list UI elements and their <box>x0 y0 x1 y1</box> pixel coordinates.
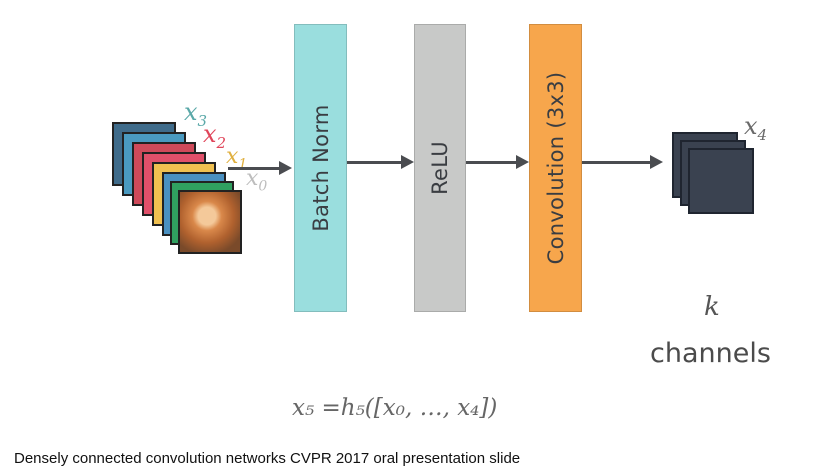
arrow-conv-to-output <box>581 155 663 169</box>
output-label-x4: x4 <box>744 112 768 144</box>
arrow-input-to-bn <box>228 161 292 175</box>
batch-norm-box: Batch Norm <box>294 24 347 312</box>
slide: x3 x2 x1 x0 Batch Norm ReLU Convolution … <box>112 24 771 421</box>
relu-box: ReLU <box>414 24 466 312</box>
channels-label: channels <box>650 338 771 369</box>
input-label-x0: x0 <box>246 166 268 195</box>
caption: Densely connected convolution networks C… <box>14 450 521 467</box>
batch-norm-label: Batch Norm <box>308 104 333 232</box>
relu-label: ReLU <box>428 141 452 195</box>
arrow-relu-to-conv <box>465 155 529 169</box>
arrow-bn-to-relu <box>346 155 414 169</box>
formula: x₅ =h₅([x₀, …, x₄]) <box>292 395 498 421</box>
cat-image <box>178 190 242 254</box>
convolution-box: Convolution (3x3) <box>529 24 582 312</box>
convolution-label: Convolution (3x3) <box>543 71 568 265</box>
output-card <box>688 148 754 214</box>
k-label: k <box>704 292 720 322</box>
input-label-x3: x3 <box>184 98 208 130</box>
input-label-x1: x1 <box>226 144 248 173</box>
input-label-x2: x2 <box>203 120 227 152</box>
